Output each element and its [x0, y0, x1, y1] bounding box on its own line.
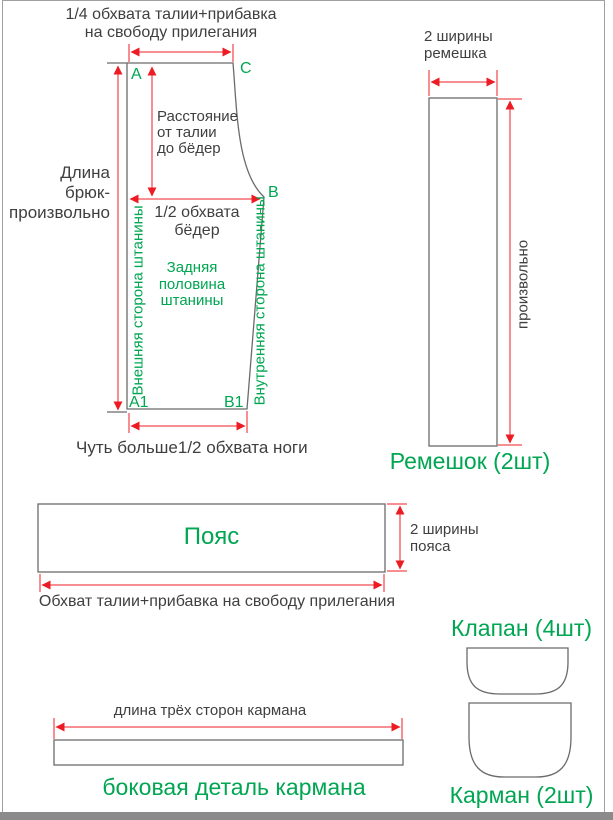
strap-width-dimension-label: 2 ширины ремешка [424, 28, 493, 62]
frame-top-edge [2, 0, 605, 1]
inner-side-label: Внутренняя сторона штанины [251, 196, 269, 406]
side-pocket-outline [53, 739, 404, 766]
length-dimension-label: Длина брюк- произвольно [9, 163, 110, 222]
waistband-width-extension-lines [39, 574, 385, 592]
hip-dimension-label: 1/2 обхвата бёдер [154, 204, 240, 239]
length-extension-lines [107, 62, 127, 413]
flap-title: Клапан (4шт) [450, 615, 593, 641]
strap-title: Ремешок (2шт) [389, 448, 551, 474]
waistband-outline [37, 503, 386, 573]
back-piece-name-label: Задняя половина штанины [158, 259, 226, 309]
waistband-width-dimension-label: Обхват талии+прибавка на свободу прилега… [38, 593, 396, 610]
side-pocket-extension-lines [53, 718, 403, 739]
point-label-b1: B1 [224, 394, 244, 411]
waist-dimension-label: 1/4 обхвата талии+прибавка на свободу пр… [65, 6, 277, 41]
frame-right-edge [604, 0, 605, 812]
pocket-title: Карман (2шт) [449, 782, 594, 808]
flap-outline [466, 647, 569, 695]
frame-bottom-bar [0, 812, 613, 820]
strap-outline [428, 97, 498, 447]
side-pocket-dimension-label: длина трёх сторон кармана [113, 702, 307, 719]
waist-extension-lines [128, 44, 234, 62]
strap-length-dimension-label: произвольно [514, 239, 532, 329]
leg-dimension-label: Чуть больше1/2 обхвата ноги [76, 438, 308, 457]
waistband-height-dimension-label: 2 ширины пояса [410, 521, 479, 555]
waist-to-hip-dimension-label: Расстояние от талии до бёдер [157, 108, 239, 157]
point-label-b: B [268, 184, 279, 201]
strap-width-extension-lines [428, 70, 498, 96]
strap-length-extension-lines [498, 98, 522, 446]
side-pocket-title: боковая деталь кармана [102, 774, 366, 800]
leg-extension-lines [128, 411, 248, 433]
frame-left-edge [2, 0, 3, 812]
waistband-name-label: Пояс [183, 523, 240, 550]
pocket-outline [468, 702, 572, 778]
point-label-a: A [131, 66, 142, 83]
point-label-c: C [240, 60, 252, 77]
point-label-a1: A1 [129, 394, 149, 411]
back-piece-outline [126, 62, 265, 410]
waistband-height-extension-lines [387, 503, 407, 572]
outer-side-label: Внешняя сторона штанины [129, 205, 147, 396]
